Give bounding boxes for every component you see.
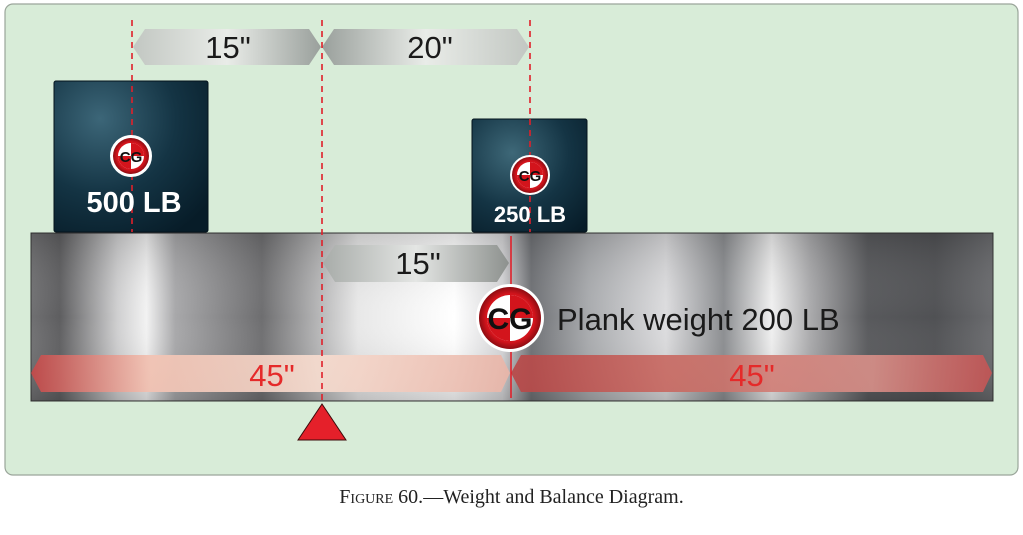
cg-symbol-plank: CG [476,284,544,352]
cg-symbol-500: CG [110,135,152,177]
dimension-arrow-left-half: 45" [31,355,510,393]
dimension-arrow-top-left: 15" [133,29,321,65]
cg-label: CG [519,168,542,185]
dimension-arrow-top-right: 20" [322,29,529,65]
dimension-label-plank-cg: 15" [395,246,441,281]
fulcrum-triangle [297,403,347,441]
dimension-arrow-plank-cg: 15" [323,245,509,282]
dimension-label-right-half: 45" [729,358,775,393]
plank-weight-label: Plank weight 200 LB [557,302,840,337]
figure-caption: Figure 60.—Weight and Balance Diagram. [0,486,1023,509]
cg-label: CG [120,149,143,166]
dimension-label-left-half: 45" [249,358,295,393]
figure-number: Figure 60. [339,486,424,508]
figure-title: —Weight and Balance Diagram. [423,486,684,508]
dimension-arrow-right-half: 45" [511,355,992,393]
cg-symbol-250: CG [510,155,550,195]
box-label-250: 250 LB [494,202,566,227]
box-label-500: 500 LB [86,187,181,219]
dimension-label-top-right: 20" [407,30,453,65]
dimension-label-top-left: 15" [205,30,251,65]
cg-label: CG [488,303,533,336]
